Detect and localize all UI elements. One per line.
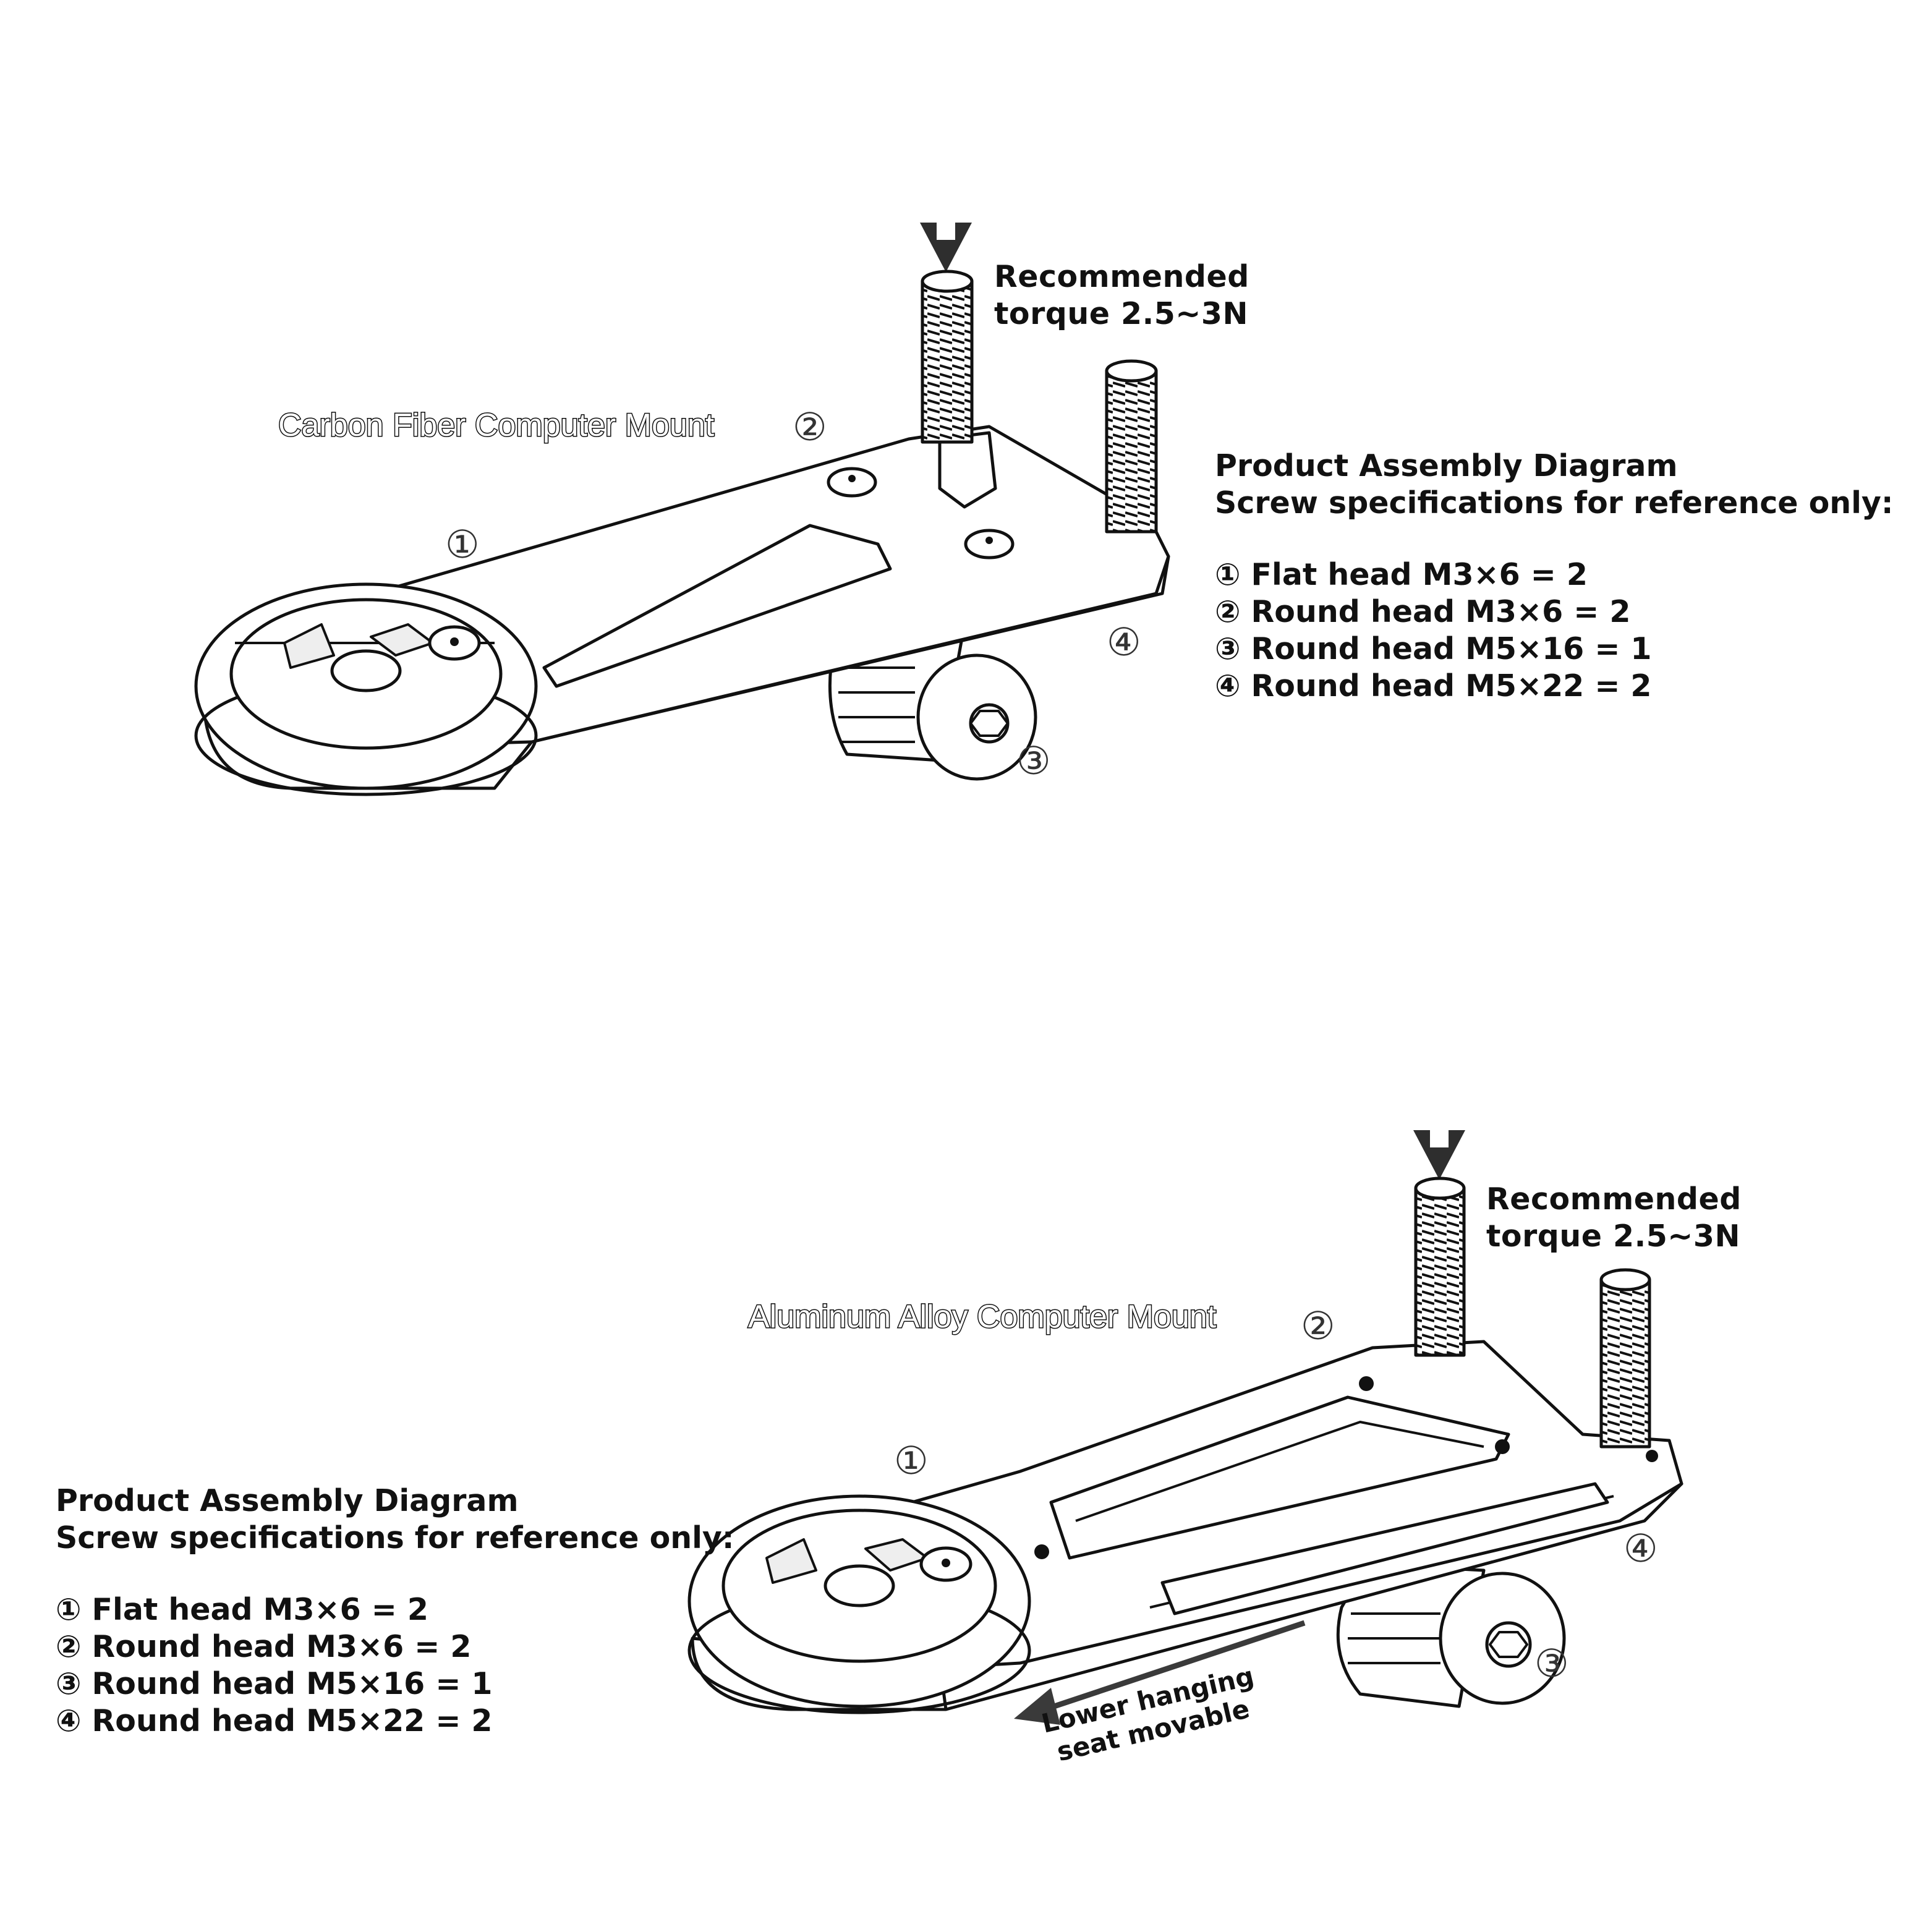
callout-3-bottom: ③ [1534,1641,1569,1686]
torque-note-bottom: Recommended torque 2.5~3N [1486,1181,1742,1255]
spec-panel-top: Product Assembly Diagram Screw specifica… [1215,448,1893,705]
spec-item: ② Round head M3×6 = 2 [1215,594,1631,629]
callout-2-bottom: ② [1301,1303,1335,1348]
mount-title-alloy: Aluminum Alloy Computer Mount [747,1298,1217,1336]
spec-item: ③ Round head M5×16 = 1 [56,1666,493,1701]
callout-1-top: ① [445,522,480,567]
torque-line1: Recommended [994,259,1249,294]
torque-line1: Recommended [1486,1181,1742,1217]
mount-title-carbon: Carbon Fiber Computer Mount [277,407,715,445]
torque-pointer-top [920,223,972,272]
torque-line2: torque 2.5~3N [1486,1219,1740,1254]
spec-item: ④ Round head M5×22 = 2 [56,1703,493,1738]
spec-subtitle: Screw specifications for reference only: [1215,485,1894,521]
torque-note-top: Recommended torque 2.5~3N [994,258,1249,333]
spec-item: ① Flat head M3×6 = 2 [56,1592,428,1627]
spec-title: Product Assembly Diagram [56,1483,519,1518]
callout-1-bottom: ① [894,1438,929,1483]
slide-arrow [1014,1620,1306,1725]
callout-4-bottom: ④ [1623,1526,1658,1571]
gopro-knuckle-bottom [1336,1562,1566,1708]
torque-pointer-bottom [1413,1130,1465,1180]
bolt-top-2 [1105,359,1158,534]
spec-item: ① Flat head M3×6 = 2 [1215,557,1588,592]
spec-item: ③ Round head M5×16 = 1 [1215,631,1652,666]
bolt-bottom-1 [1414,1177,1466,1357]
alloy-mount-drawing [687,1130,1683,1725]
spec-subtitle: Screw specifications for reference only: [56,1520,734,1555]
bolt-top-1 [921,270,974,444]
spec-title: Product Assembly Diagram [1215,448,1678,483]
callout-3-top: ③ [1016,738,1051,783]
spec-item: ④ Round head M5×22 = 2 [1215,668,1652,704]
callout-4-top: ④ [1107,619,1141,665]
torque-line2: torque 2.5~3N [994,296,1248,331]
callout-2-top: ② [793,404,827,449]
carbon-mount-drawing [194,223,1170,796]
bolt-bottom-2 [1599,1268,1651,1449]
spec-panel-bottom: Product Assembly Diagram Screw specifica… [56,1483,734,1740]
spec-item: ② Round head M3×6 = 2 [56,1629,472,1664]
